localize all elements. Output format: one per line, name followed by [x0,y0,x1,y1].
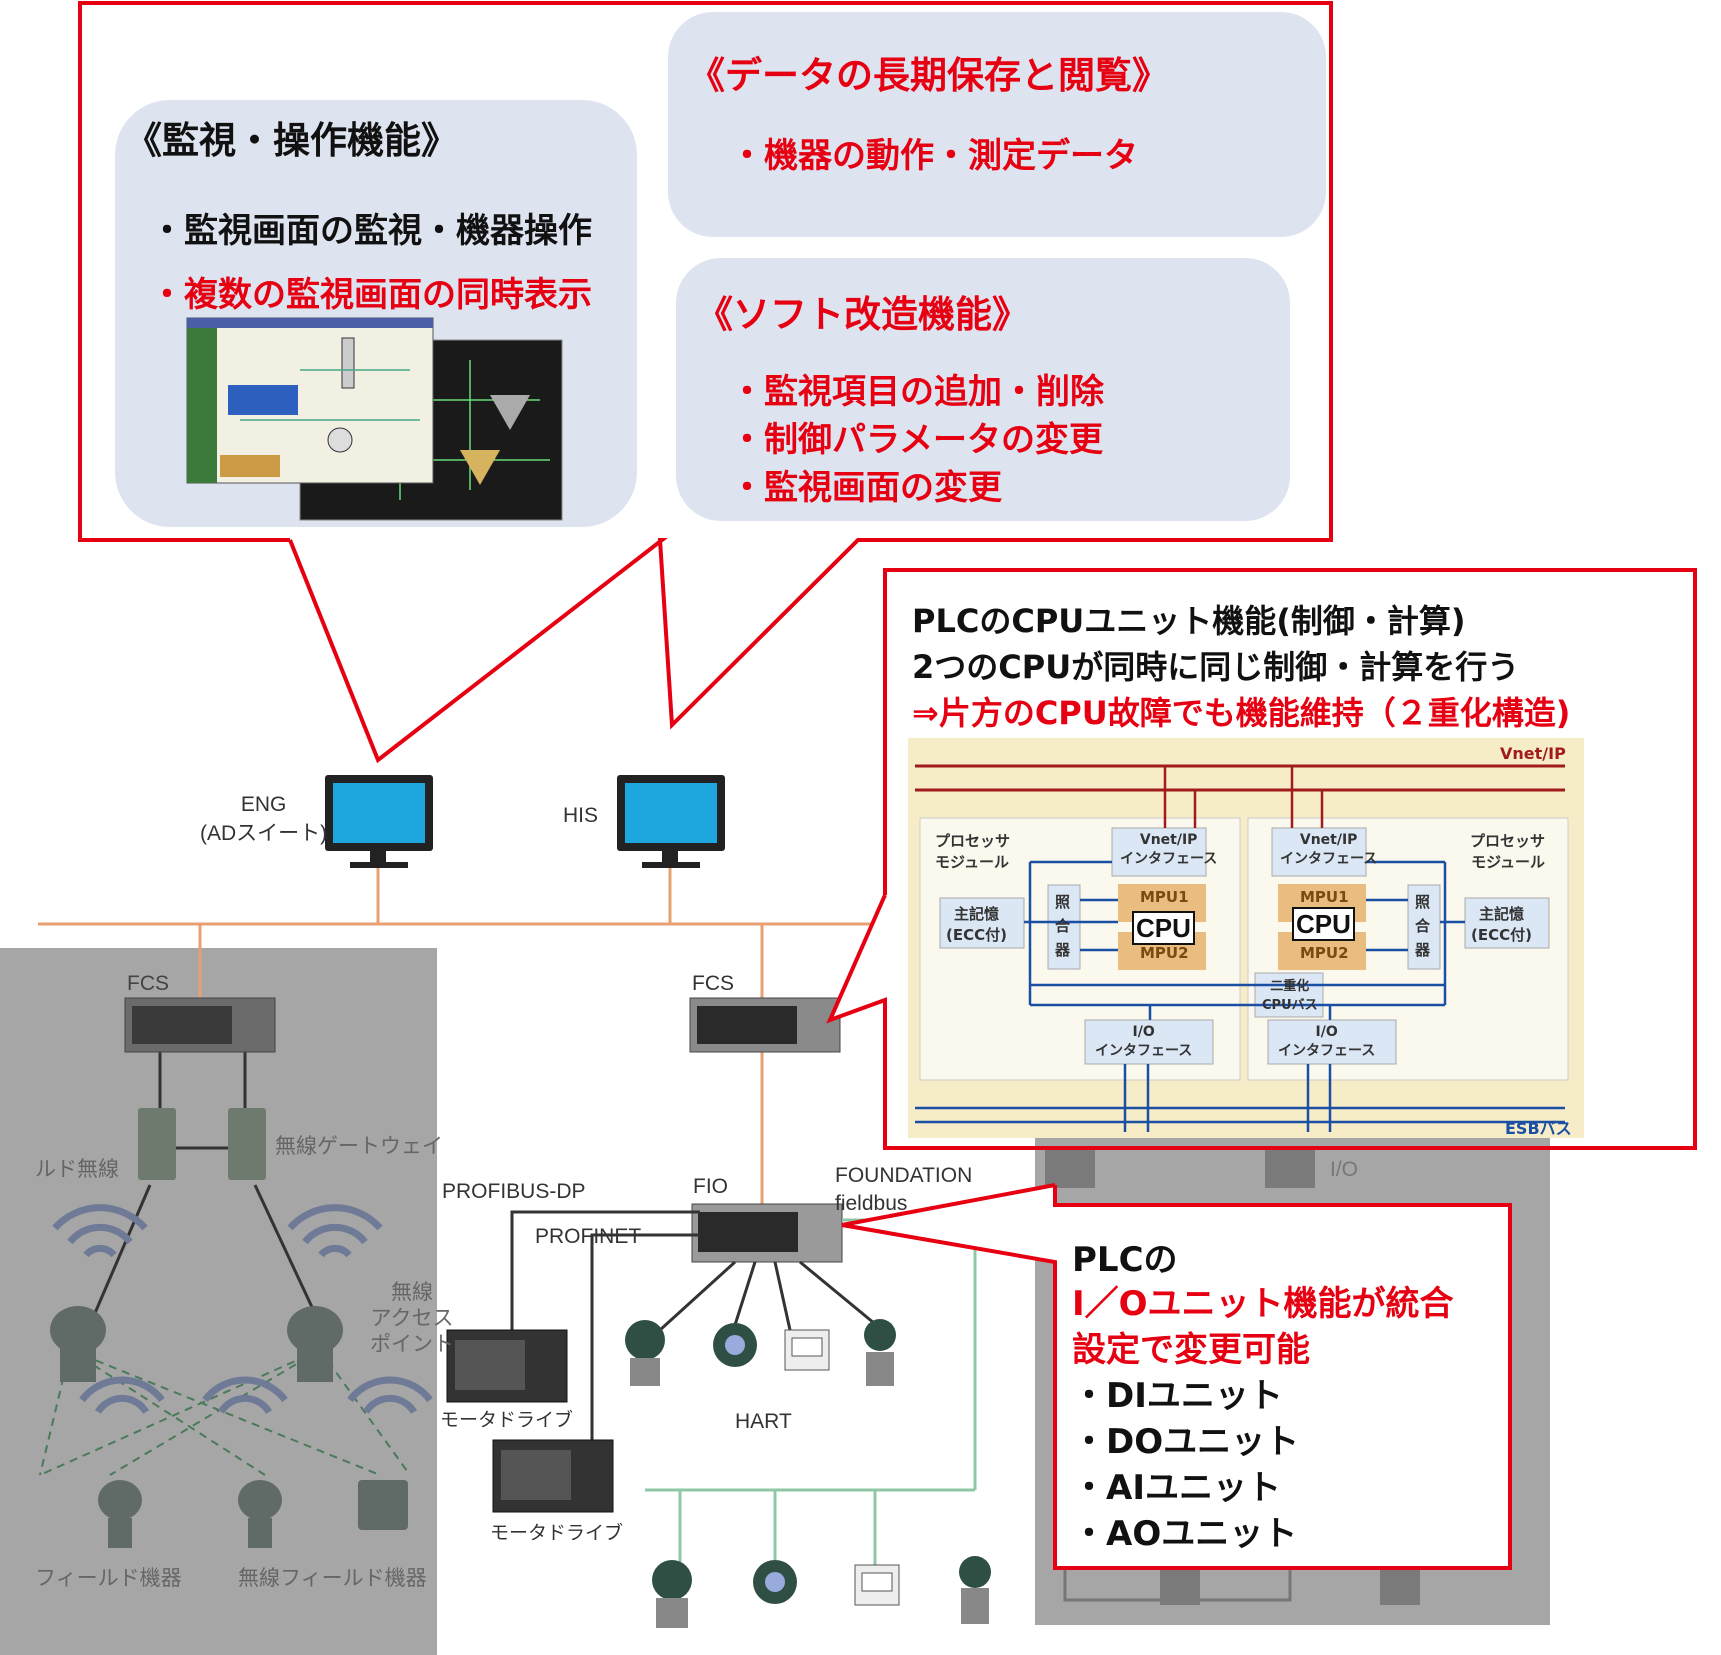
his-label: HIS [563,804,599,827]
io-callout [841,1183,1512,1570]
soft-heading: 《ソフト改造機能》 [696,293,1029,336]
io-item-di: ・DIユニット [1072,1376,1283,1416]
io-if-right: I/O インタフェース [1278,1024,1376,1059]
data-item-1: ・機器の動作・測定データ [730,136,1138,176]
hart-label: HART [735,1410,792,1433]
foundation-label: FOUNDATION fieldbus [835,1164,973,1215]
mpu1-right: MPU1 [1300,888,1349,906]
fcs-left-rack [124,997,276,1053]
main-memory-left: 主記憶 (ECC付) [946,905,1007,944]
monitor-item-2: ・複数の監視画面の同時表示 [150,275,592,315]
proc-module-right: プロセッサ モジュール [1470,832,1546,871]
field-device-icons [98,1480,408,1548]
vnet-if-left: Vnet/IP インタフェース [1120,832,1218,867]
eng-label: ENG (ADスイート) [200,793,328,845]
vnet-label: Vnet/IP [1500,744,1566,763]
his-monitor-icon [617,775,725,868]
monitor-heading: 《監視・操作機能》 [125,119,458,162]
io-item-ai: ・AIユニット [1072,1468,1281,1508]
fcs-left-label: FCS [127,972,169,995]
cpu-structure-diagram [908,738,1584,1138]
wireless-field-device-label: 無線フィールド機器 [238,1567,427,1590]
io-if-left: I/O インタフェース [1095,1024,1193,1059]
eng-monitor-icon [325,775,433,868]
fio-label: FIO [693,1175,728,1198]
cpu-line-1: PLCのCPUユニット機能(制御・計算) [912,602,1466,640]
cpu-badge-right: CPU [1292,907,1355,941]
mpu2-left: MPU2 [1140,944,1189,962]
cpu-line-2: 2つのCPUが同時に同じ制御・計算を行う [912,648,1520,686]
profinet-label: PROFINET [535,1225,642,1248]
motor-drive-label-1: モータドライブ [440,1410,574,1431]
field-wireless-label: ルド無線 [35,1158,119,1181]
fcs-right-rack [689,997,841,1053]
io-bg-label: I/O [1330,1158,1359,1181]
cpu-badge-left: CPU [1132,911,1195,945]
gateway-icons [138,1108,266,1180]
mpu2-right: MPU2 [1300,944,1349,962]
profibus-label: PROFIBUS-DP [442,1180,586,1203]
hart-device-icons [625,1319,896,1386]
cpu-callout [826,568,1697,1150]
vnet-if-right: Vnet/IP インタフェース [1280,832,1378,867]
monitor-item-1: ・監視画面の監視・機器操作 [150,211,592,251]
main-memory-right: 主記憶 (ECC付) [1471,905,1532,944]
proc-module-left: プロセッサ モジュール [935,832,1011,871]
io-item-do: ・DOユニット [1072,1422,1300,1462]
io-line-1: PLCの [1072,1240,1178,1280]
fieldbus-lines [510,1210,881,1445]
io-line-3: 設定で変更可能 [1072,1330,1310,1370]
cpu-line-3: ⇒片方のCPU故障でも機能維持（２重化構造) [912,694,1571,732]
compare-right: 照 合 器 [1415,893,1431,959]
soft-item-2: ・制御パラメータの変更 [730,420,1103,460]
esb-label: ESBバス [1505,1119,1572,1138]
wireless-signal-icon [52,1204,433,1414]
monitoring-screen-thumbnails [186,317,563,521]
mpu1-left: MPU1 [1140,888,1189,906]
io-item-ao: ・AOユニット [1072,1514,1298,1554]
fio-rack [691,1203,843,1263]
foundation-device-icons [652,1556,991,1628]
motor-drive-label-2: モータドライブ [490,1523,624,1544]
wireless-ap-label: 無線 アクセス ポイント [370,1281,454,1356]
motor-drive-icons [446,1329,614,1513]
compare-left: 照 合 器 [1055,893,1071,959]
wireless-gateway-label: 無線ゲートウェイ [275,1135,443,1158]
soft-item-1: ・監視項目の追加・削除 [730,372,1104,412]
dual-cpu-bus: 二重化 CPUバス [1262,979,1318,1013]
wireless-area-bg [0,948,437,1655]
io-line-2: I／Oユニット機能が統合 [1072,1284,1454,1324]
soft-item-3: ・監視画面の変更 [730,468,1002,508]
field-device-label: フィールド機器 [35,1567,182,1590]
access-point-icons [50,1306,343,1382]
fcs-right-label: FCS [692,972,734,995]
control-network [38,860,880,1204]
data-heading: 《データの長期保存と閲覧》 [688,54,1169,97]
